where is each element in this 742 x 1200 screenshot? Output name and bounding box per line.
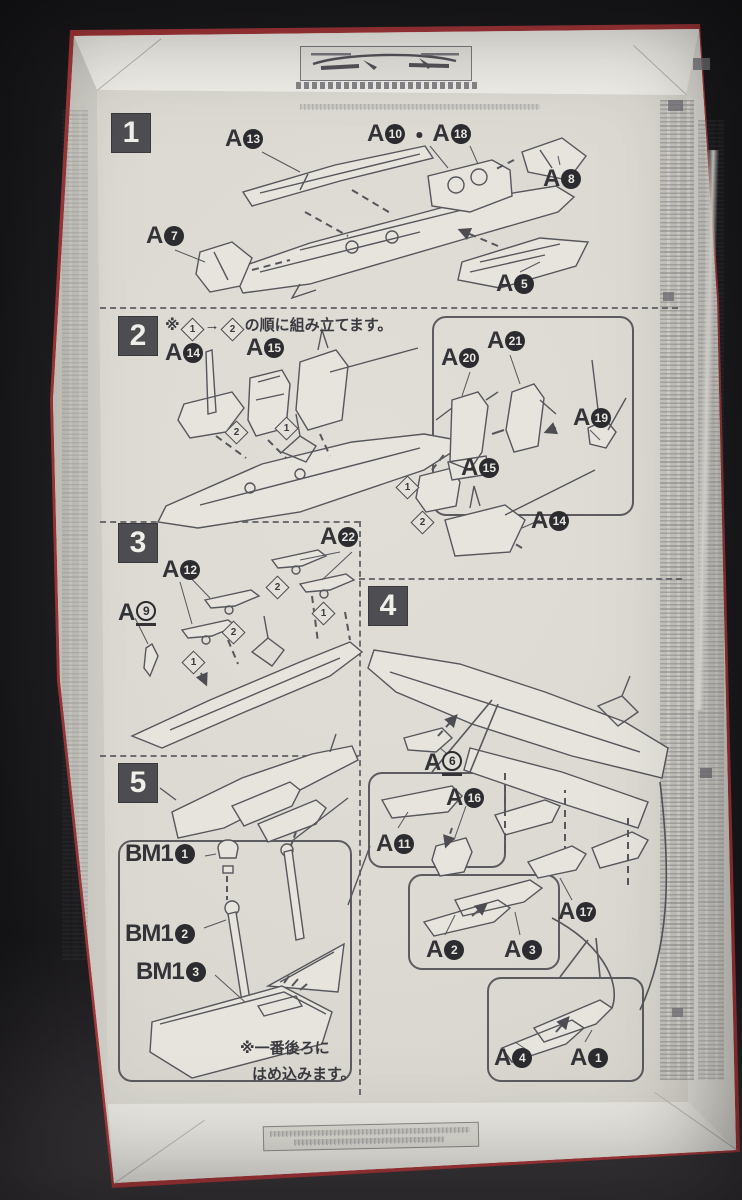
left-wall-fine-print <box>62 110 88 960</box>
note-line-2: はめ込みます。 <box>252 1066 356 1083</box>
separator-step1-step2 <box>100 307 678 309</box>
step3-illustration <box>130 549 364 749</box>
step3-number-tile: 3 <box>119 524 157 562</box>
note-line-1: ※一番後ろに <box>240 1040 330 1057</box>
top-wall-fine-print <box>300 104 540 110</box>
step1-illustration <box>174 137 590 300</box>
logo-caption-fine-print <box>296 82 478 89</box>
step2-subassembly-inset <box>432 316 634 516</box>
separator-step4-top <box>359 578 682 580</box>
step4-number-tile: 4 <box>369 587 407 625</box>
separator-column <box>359 521 361 1095</box>
note-arrow: → <box>204 317 220 334</box>
note-text: の順に組み立てます。 <box>244 317 393 334</box>
separator-step3-step5 <box>100 755 359 757</box>
step4-inset-a4-a1 <box>487 977 644 1082</box>
step1-number-tile: 1 <box>112 114 150 152</box>
step2-illustration <box>156 327 627 557</box>
right-wall-ink-block <box>663 292 674 301</box>
step4-illustration <box>367 649 669 1063</box>
wing-logo-art <box>311 53 459 70</box>
step5-stand-inset <box>118 840 352 1082</box>
step5-illustration <box>149 733 371 1079</box>
right-wall-ink-block <box>668 100 683 111</box>
right-wall-ink-block <box>700 768 712 778</box>
step5-fit-note: ※一番後ろに はめ込みます。 <box>240 1036 356 1088</box>
step2-number-tile: 2 <box>119 317 157 355</box>
right-wall-fine-print <box>660 100 694 1080</box>
brand-logo <box>300 46 472 81</box>
note-asterisk: ※ <box>165 317 180 334</box>
right-wall-ink-block <box>693 58 710 70</box>
right-wall-ink-block <box>672 1008 683 1017</box>
step5-number-tile: 5 <box>119 764 157 802</box>
